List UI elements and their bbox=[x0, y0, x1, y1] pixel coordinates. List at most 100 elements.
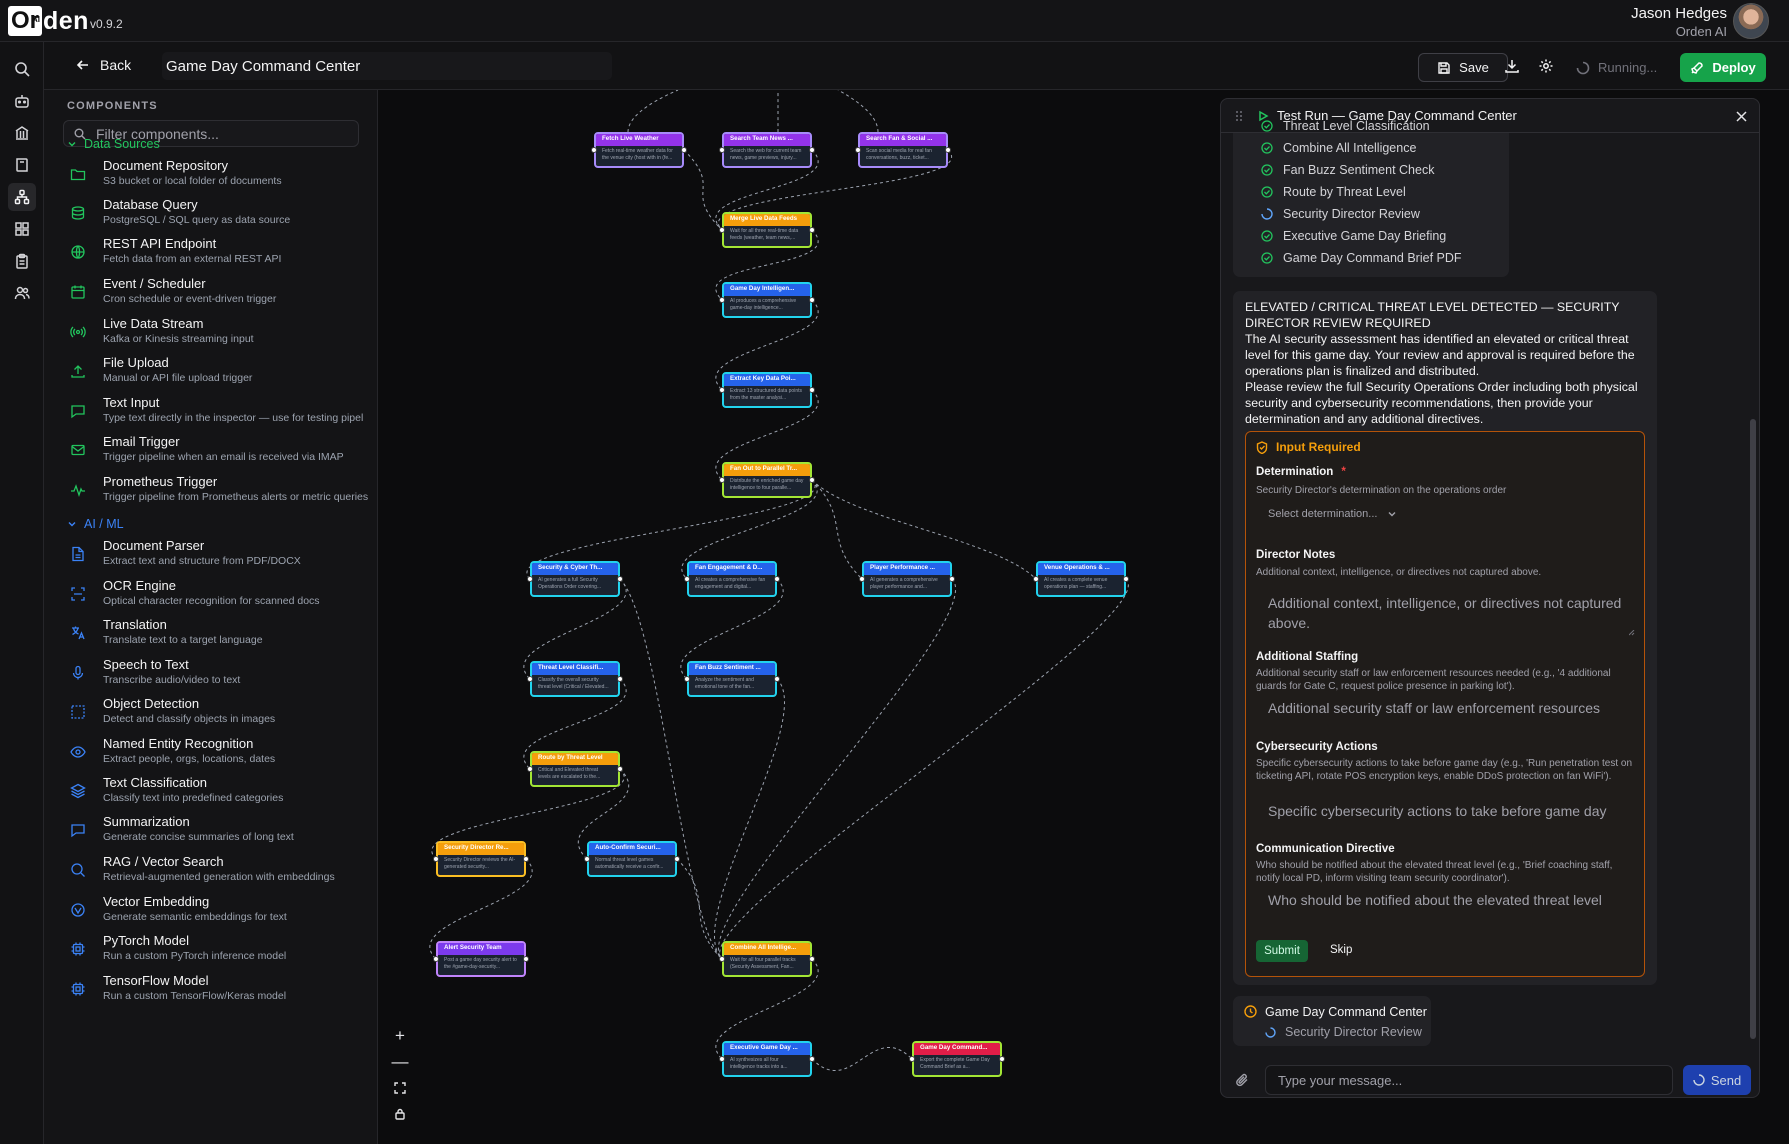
pipeline-title-input[interactable]: Game Day Command Center bbox=[162, 52, 612, 80]
node-port[interactable] bbox=[774, 576, 780, 582]
close-icon[interactable] bbox=[1736, 111, 1747, 122]
node-port[interactable] bbox=[684, 676, 690, 682]
node-port[interactable] bbox=[719, 477, 725, 483]
user-info[interactable]: Jason Hedges Orden AI bbox=[1631, 5, 1727, 39]
scrollbar-thumb[interactable] bbox=[1750, 419, 1756, 1039]
node-port[interactable] bbox=[674, 856, 680, 862]
node-port[interactable] bbox=[855, 147, 861, 153]
node-port[interactable] bbox=[523, 956, 529, 962]
node-port[interactable] bbox=[809, 297, 815, 303]
send-button[interactable]: Send bbox=[1683, 1065, 1751, 1095]
node-port[interactable] bbox=[527, 676, 533, 682]
pipeline-node[interactable]: Game Day Intelligen...AI produces a comp… bbox=[722, 282, 812, 318]
filter-components-input[interactable] bbox=[96, 125, 346, 142]
node-port[interactable] bbox=[591, 147, 597, 153]
bank-icon[interactable] bbox=[12, 123, 32, 143]
zoom-out-button[interactable]: — bbox=[391, 1052, 409, 1071]
deploy-button[interactable]: Deploy bbox=[1680, 53, 1766, 82]
drag-handle-icon[interactable] bbox=[1235, 110, 1243, 122]
fit-view-button[interactable] bbox=[388, 1075, 412, 1101]
pipeline-node[interactable]: Threat Level Classifi...Classify the ove… bbox=[530, 661, 620, 697]
node-port[interactable] bbox=[809, 227, 815, 233]
save-button[interactable]: Save bbox=[1418, 53, 1508, 82]
communication-input[interactable] bbox=[1256, 888, 1636, 912]
workflow-icon[interactable] bbox=[8, 183, 36, 211]
node-port[interactable] bbox=[809, 1056, 815, 1062]
node-port[interactable] bbox=[719, 387, 725, 393]
robot-icon[interactable] bbox=[12, 91, 32, 111]
submit-button[interactable]: Submit bbox=[1256, 940, 1308, 962]
grid-icon[interactable] bbox=[12, 219, 32, 239]
node-port[interactable] bbox=[433, 856, 439, 862]
chat-input[interactable] bbox=[1265, 1065, 1673, 1095]
paperclip-icon[interactable] bbox=[1235, 1073, 1249, 1087]
node-port[interactable] bbox=[774, 676, 780, 682]
node-port[interactable] bbox=[527, 576, 533, 582]
node-port[interactable] bbox=[527, 766, 533, 772]
lock-button[interactable] bbox=[388, 1101, 412, 1127]
pipeline-node[interactable]: Fan Out to Parallel Tr...Distribute the … bbox=[722, 462, 812, 498]
pipeline-node[interactable]: Fan Buzz Sentiment ...Analyze the sentim… bbox=[687, 661, 777, 697]
clipboard-icon[interactable] bbox=[12, 251, 32, 271]
search-icon[interactable] bbox=[12, 59, 32, 79]
pipeline-node[interactable]: Combine All Intellige...Wait for all fou… bbox=[722, 941, 812, 977]
node-port[interactable] bbox=[684, 576, 690, 582]
node-port[interactable] bbox=[617, 676, 623, 682]
running-button[interactable]: Running... bbox=[1564, 53, 1672, 82]
pipeline-node[interactable]: Game Day Command...Export the complete G… bbox=[912, 1041, 1002, 1077]
category-ai-ml[interactable]: AI / ML bbox=[67, 517, 124, 531]
node-port[interactable] bbox=[945, 147, 951, 153]
node-port[interactable] bbox=[719, 1056, 725, 1062]
node-port[interactable] bbox=[719, 147, 725, 153]
determination-select[interactable]: Select determination... bbox=[1268, 508, 1397, 520]
staffing-input[interactable] bbox=[1256, 696, 1636, 720]
node-port[interactable] bbox=[1123, 576, 1129, 582]
director-notes-textarea[interactable] bbox=[1256, 589, 1636, 635]
pipeline-node[interactable]: Venue Operations & ...AI creates a compl… bbox=[1036, 561, 1126, 597]
node-port[interactable] bbox=[859, 576, 865, 582]
node-port[interactable] bbox=[584, 856, 590, 862]
node-port[interactable] bbox=[809, 956, 815, 962]
pipeline-node[interactable]: Player Performance ...AI generates a com… bbox=[862, 561, 952, 597]
node-port[interactable] bbox=[719, 297, 725, 303]
users-icon[interactable] bbox=[12, 283, 32, 303]
pipeline-node[interactable]: Extract Key Data Poi...Extract 13 struct… bbox=[722, 372, 812, 408]
node-port[interactable] bbox=[809, 387, 815, 393]
node-port[interactable] bbox=[681, 147, 687, 153]
pipeline-node[interactable]: Executive Game Day ...AI synthesizes all… bbox=[722, 1041, 812, 1077]
pipeline-node[interactable]: Search Team News ...Search the web for c… bbox=[722, 132, 812, 168]
cyber-input[interactable] bbox=[1256, 799, 1636, 823]
node-port[interactable] bbox=[909, 1056, 915, 1062]
pipeline-node[interactable]: Security & Cyber Th...AI generates a ful… bbox=[530, 561, 620, 597]
node-port[interactable] bbox=[809, 477, 815, 483]
gear-icon[interactable] bbox=[1538, 58, 1554, 74]
book-icon[interactable] bbox=[12, 155, 32, 175]
filter-box[interactable] bbox=[63, 120, 359, 147]
pipeline-node[interactable]: Search Fan & Social ...Scan social media… bbox=[858, 132, 948, 168]
node-port[interactable] bbox=[809, 147, 815, 153]
node-port[interactable] bbox=[999, 1056, 1005, 1062]
pipeline-node[interactable]: Security Director Re...Security Director… bbox=[436, 841, 526, 877]
node-port[interactable] bbox=[949, 576, 955, 582]
skip-button[interactable]: Skip bbox=[1330, 944, 1353, 956]
